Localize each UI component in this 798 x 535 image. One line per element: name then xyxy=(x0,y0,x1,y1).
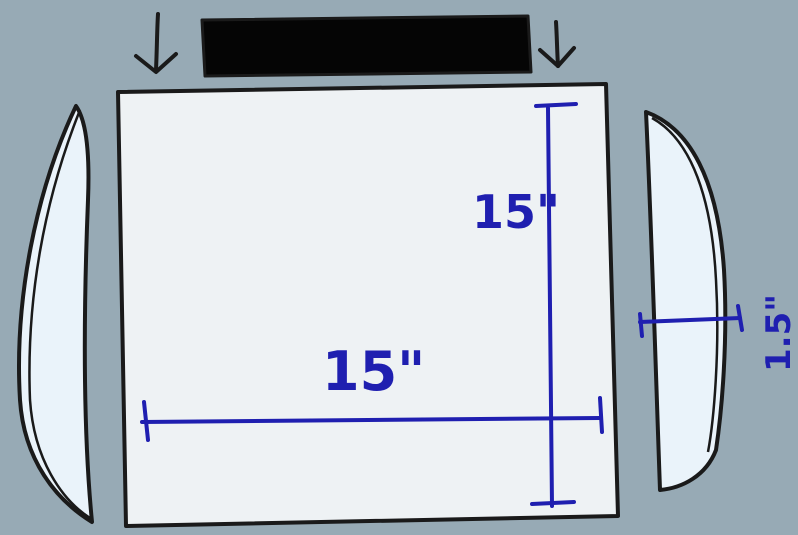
down-arrow-icon xyxy=(134,12,178,74)
vertical-dimension-line xyxy=(530,102,578,508)
top-bar xyxy=(200,14,533,78)
down-arrow-icon xyxy=(538,20,576,68)
left-side-piece xyxy=(17,104,94,524)
right-side-piece xyxy=(644,110,728,492)
vertical-measurement-label: 15" xyxy=(472,185,560,239)
horizontal-measurement-label: 15" xyxy=(322,340,425,403)
square-panel xyxy=(116,82,620,528)
horizontal-dimension-line xyxy=(140,396,604,442)
thickness-dimension-line xyxy=(638,304,744,338)
thickness-measurement-label: 1.5" xyxy=(759,294,798,372)
